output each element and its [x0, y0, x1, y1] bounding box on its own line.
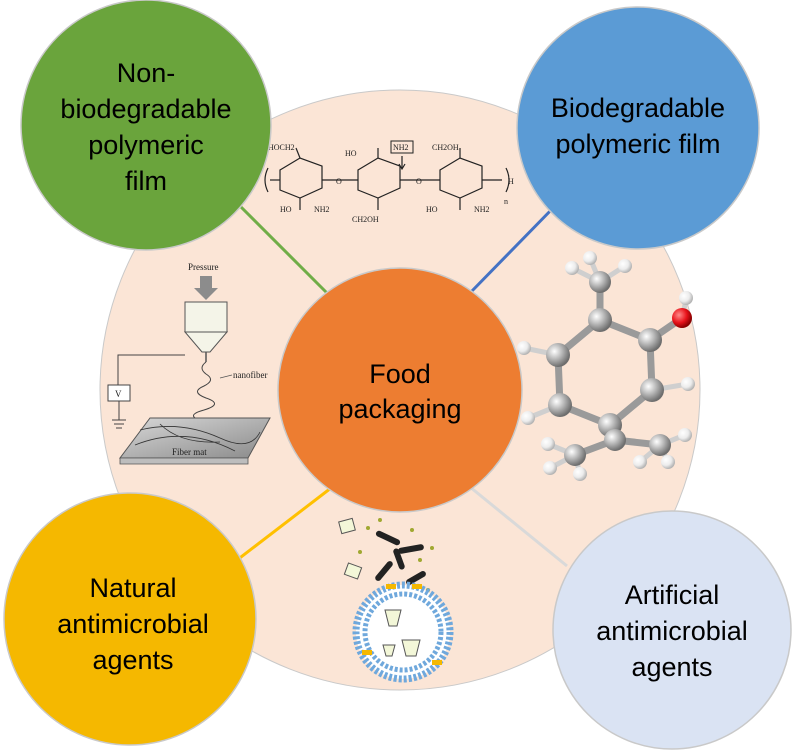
bottom-left-line-1: Natural	[89, 573, 176, 603]
chem-label-1: HO	[280, 205, 292, 214]
bottom-right-line-2: antimicrobial	[596, 616, 748, 646]
bottom-right-line-1: Artificial	[625, 580, 720, 610]
connector-bottom-right	[469, 485, 568, 568]
chem-label-7: CH2OH	[432, 143, 459, 152]
chem-label-2: NH2	[314, 205, 330, 214]
pressure-arrow	[194, 276, 218, 300]
center-label-line-1: Food	[369, 359, 431, 389]
chemical-structure	[264, 140, 510, 210]
node-biodegradable-film: Biodegradable polymeric film	[516, 6, 760, 250]
chem-label-3: O	[336, 177, 342, 186]
voltage-label: V	[115, 389, 122, 399]
chem-label-9: NH2	[474, 205, 490, 214]
connector-bottom-left	[227, 486, 332, 569]
chem-label-12: n	[504, 197, 508, 206]
bottom-left-line-2: antimicrobial	[57, 609, 209, 639]
center-circle	[277, 267, 523, 513]
chem-label-11: H	[508, 177, 514, 186]
node-bottom-left-circle	[3, 492, 257, 746]
chem-label-10: O	[416, 177, 422, 186]
syringe-body	[184, 301, 228, 333]
electrospinning-setup: Pressure nanofiber V Fiber mat	[107, 262, 271, 465]
node-natural-antimicrobial: Natural antimicrobial agents	[3, 492, 257, 746]
top-right-line-2: polymeric film	[555, 129, 720, 159]
pressure-label: Pressure	[188, 262, 219, 272]
top-left-line-3: polymeric	[88, 130, 204, 160]
top-left-line-4: film	[125, 166, 167, 196]
bottom-left-line-3: agents	[92, 645, 173, 675]
node-bottom-right-circle	[552, 510, 792, 750]
chem-label-0: HOCH2	[268, 143, 295, 152]
center-node: Food packaging	[277, 267, 523, 513]
top-left-line-2: biodegradable	[60, 94, 231, 124]
node-top-left-circle	[20, 0, 272, 251]
connector-top-left	[228, 194, 329, 295]
chem-label-6: CH2OH	[352, 215, 379, 224]
chemical-labels: HOCH2 HO NH2 O HO NH2 CH2OH CH2OH HO NH2…	[268, 143, 514, 224]
bottom-right-line-3: agents	[631, 652, 712, 682]
nanofiber-label: nanofiber	[233, 370, 267, 380]
node-non-biodegradable-film: Non- biodegradable polymeric film	[20, 0, 272, 251]
syringe-tip	[183, 331, 229, 353]
fiber-mat-label: Fiber mat	[172, 447, 207, 457]
node-artificial-antimicrobial: Artificial antimicrobial agents	[552, 510, 792, 750]
liposome-illustration	[338, 517, 454, 683]
chem-label-5: NH2	[393, 143, 409, 152]
molecule-model	[517, 251, 695, 481]
chem-label-4: HO	[345, 149, 357, 158]
liposome-inner	[362, 591, 444, 673]
chem-label-8: HO	[426, 205, 438, 214]
top-right-line-1: Biodegradable	[551, 93, 725, 123]
center-label-line-2: packaging	[338, 394, 461, 424]
connector-top-right	[468, 203, 558, 295]
top-left-line-1: Non-	[117, 58, 176, 88]
node-top-right-circle	[516, 6, 760, 250]
